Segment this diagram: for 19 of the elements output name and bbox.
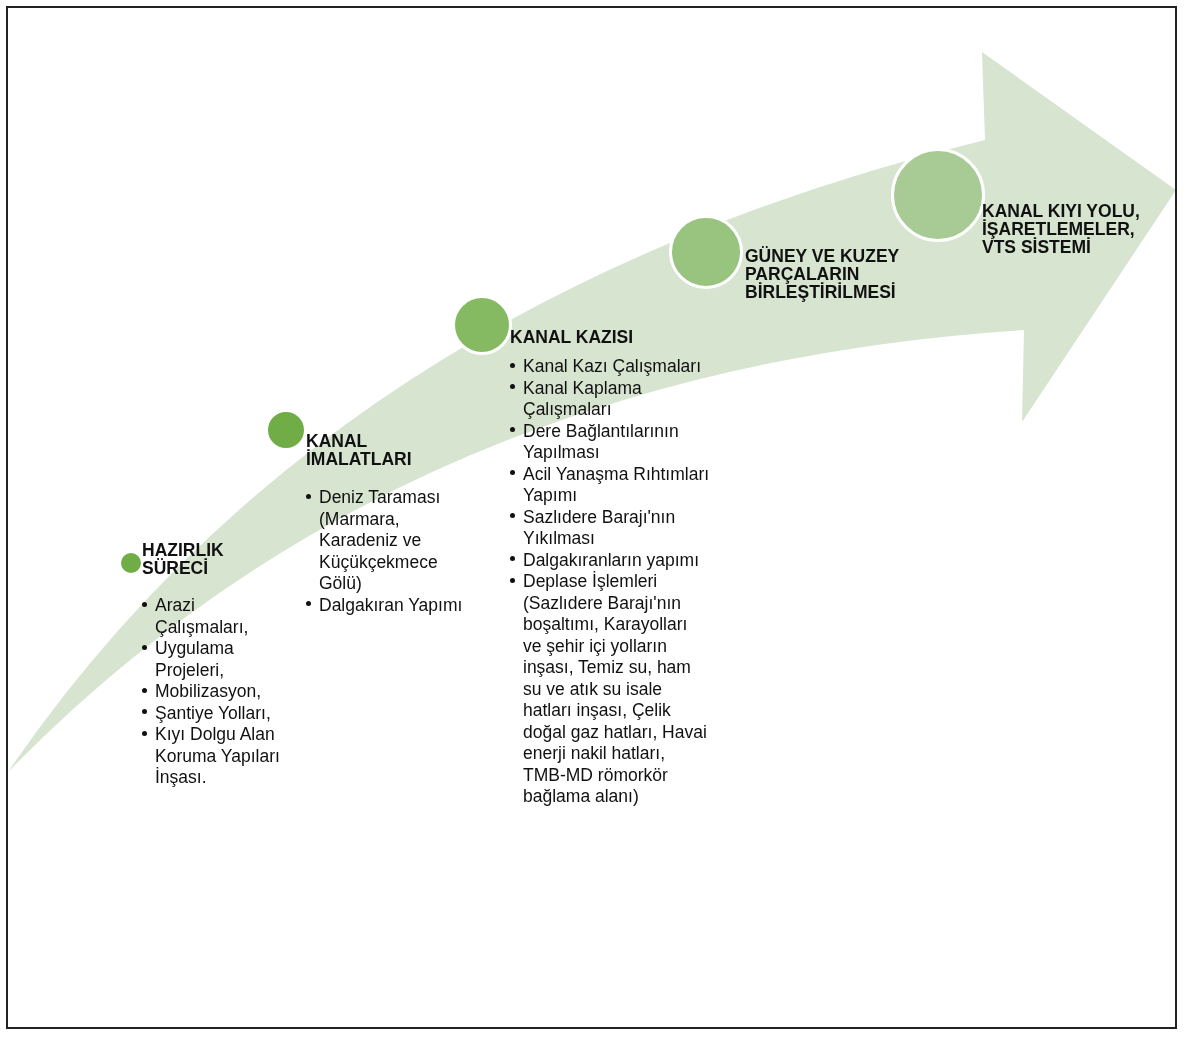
bullet-item: Dere Bağlantılarının Yapılması [510, 420, 710, 464]
stage-heading: GÜNEY VE KUZEY PARÇALARIN BİRLEŞTİRİLMESİ [745, 247, 900, 301]
bullet-item: Deplase İşlemleri (Sazlıdere Barajı'nın boşaltımı, Karayolları ve şehir içi yolların inşası, Temiz su, ham su ve atık su isale hatları inşası, Çelik doğal gaz hatları, Havai enerji nakil hatları, TMB-MD römorkör bağlama alanı) [510, 571, 710, 808]
stage-heading: KANAL KAZISI [510, 328, 635, 346]
bullet-item: Deniz Taraması (Marmara, Karadeniz ve Küçükçekmece Gölü) [306, 487, 468, 595]
stage-heading: HAZIRLIK SÜRECİ [142, 541, 225, 577]
bullet-item: Dalgakıranların yapımı [510, 549, 710, 571]
bullet-item: Kanal Kazı Çalışmaları [510, 356, 710, 378]
stage-heading: KANAL İMALATLARI [306, 432, 413, 468]
bullet-item: Mobilizasyon, [142, 681, 284, 703]
bullet-item: Arazi Çalışmaları, [142, 595, 284, 638]
bullet-item: Sazlıdere Barajı'nın Yıkılması [510, 506, 710, 550]
bullet-item: Kıyı Dolgu Alan Koruma Yapıları İnşası. [142, 724, 284, 789]
bullet-item: Kanal Kaplama Çalışmaları [510, 377, 710, 421]
bullet-item: Acil Yanaşma Rıhtımları Yapımı [510, 463, 710, 507]
stage-heading: KANAL KIYI YOLU, İŞARETLEMELER, VTS SİSTEMİ [982, 202, 1141, 256]
bullet-item: Şantiye Yolları, [142, 702, 284, 724]
bullet-item: Dalgakıran Yapımı [306, 594, 468, 616]
bullet-item: Uygulama Projeleri, [142, 638, 284, 681]
